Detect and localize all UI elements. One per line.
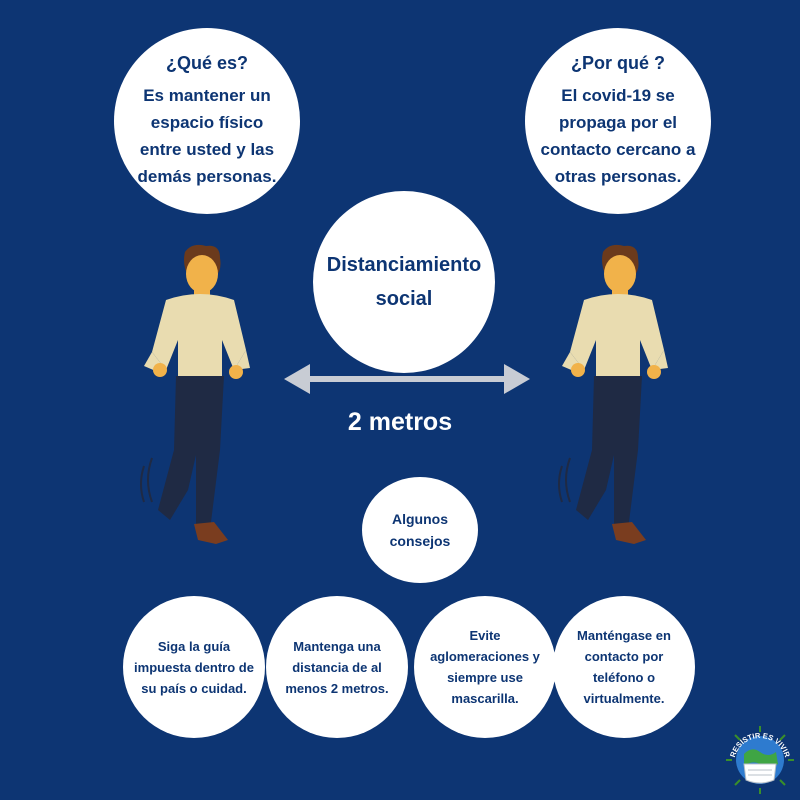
distance-label: 2 metros bbox=[347, 408, 453, 436]
center-title-circle: Distanciamiento social bbox=[313, 191, 495, 373]
tip-circle-1: Siga la guía impuesta dentro de su país … bbox=[123, 596, 265, 738]
tip-circle-4: Manténgase en contacto por teléfono o vi… bbox=[553, 596, 695, 738]
double-arrow-icon bbox=[284, 364, 530, 394]
tip-circle-2: Mantenga una distancia de al menos 2 met… bbox=[266, 596, 408, 738]
why-circle: ¿Por qué ? El covid-19 se propaga por el… bbox=[525, 28, 711, 214]
tip-circle-3: Evite aglomeraciones y siempre use masca… bbox=[414, 596, 556, 738]
tips-title-circle: Algunos consejos bbox=[362, 477, 478, 583]
person-left-illustration bbox=[140, 244, 250, 544]
what-is-answer: Es mantener un espacio físico entre uste… bbox=[137, 85, 277, 186]
why-question: ¿Por qué ? bbox=[571, 52, 665, 73]
center-title: Distanciamiento social bbox=[326, 254, 482, 310]
tip-text-1: Siga la guía impuesta dentro de su país … bbox=[134, 638, 254, 696]
person-right-illustration bbox=[558, 244, 668, 544]
what-is-circle: ¿Qué es? Es mantener un espacio físico e… bbox=[114, 28, 300, 214]
resistir-es-vivir-logo: RESISTIR ES VIVIR bbox=[726, 726, 794, 794]
tip-text-2: Mantenga una distancia de al menos 2 met… bbox=[285, 638, 389, 696]
why-answer: El covid-19 se propaga por el contacto c… bbox=[540, 85, 696, 186]
tips-title: Algunos consejos bbox=[389, 511, 451, 549]
tip-text-4: Manténgase en contacto por teléfono o vi… bbox=[577, 628, 671, 706]
what-is-question: ¿Qué es? bbox=[165, 52, 249, 73]
tip-text-3: Evite aglomeraciones y siempre use masca… bbox=[430, 628, 540, 706]
